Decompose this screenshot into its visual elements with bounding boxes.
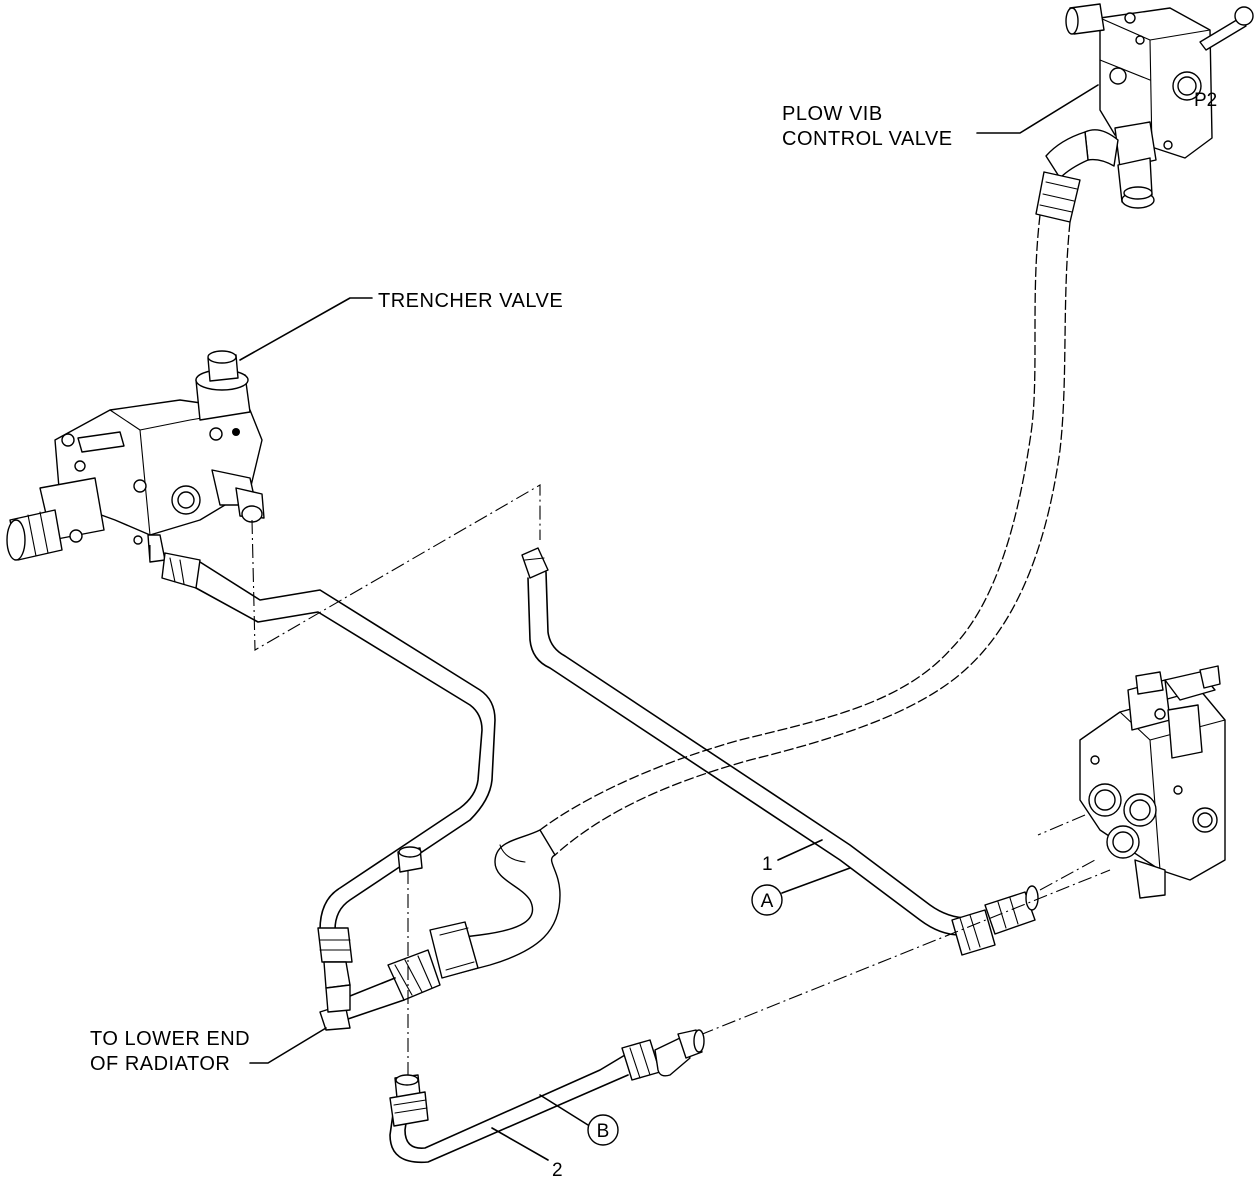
port-label-p2: P2 — [1194, 90, 1217, 111]
trencher-leader-line — [239, 297, 373, 361]
trencher-pipe — [161, 552, 496, 1013]
upper-hose-fitting — [1035, 171, 1081, 223]
center-hose-crimp — [387, 921, 479, 1001]
callout-a: A — [751, 867, 851, 916]
radiator-label-line1: TO LOWER END — [90, 1028, 250, 1050]
radiator-leader-line — [249, 1027, 327, 1064]
callout-b-text: B — [597, 1121, 610, 1142]
right-control-valve — [1079, 665, 1226, 899]
tube-2 — [389, 1029, 705, 1164]
callout-1: 1 — [762, 839, 823, 875]
callout-b: B — [539, 1094, 619, 1146]
plow-vib-label-line2: CONTROL VALVE — [782, 128, 953, 150]
radiator-label-line2: OF RADIATOR — [90, 1053, 230, 1075]
plow-vib-leader-line — [976, 84, 1099, 134]
plow-vib-label-line1: PLOW VIB — [782, 103, 883, 125]
trencher-valve — [6, 350, 265, 563]
small-center-fitting — [397, 846, 423, 873]
plow-vib-control-valve: P2 — [1045, 3, 1254, 209]
callout-2: 2 — [491, 1127, 563, 1181]
long-hose — [439, 214, 1071, 976]
right-valve-dash-lines — [699, 814, 1111, 1036]
callout-1-text: 1 — [762, 854, 773, 875]
callout-2-text: 2 — [552, 1160, 563, 1181]
tube-1 — [521, 547, 1039, 956]
trencher-label: TRENCHER VALVE — [378, 290, 563, 312]
trencher-dash-lines — [149, 484, 541, 651]
callout-a-text: A — [761, 891, 774, 912]
